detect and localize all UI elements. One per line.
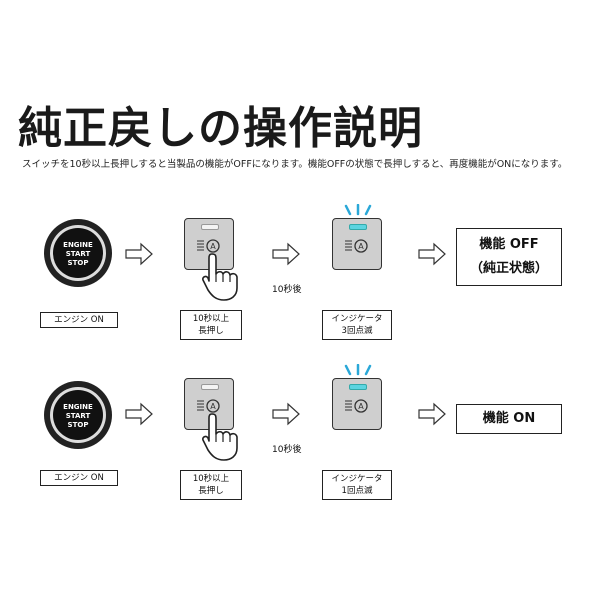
switch-button[interactable]: A <box>184 218 234 270</box>
engine-start-button-icon: ENGINE START STOP <box>44 219 112 287</box>
arrow-right-icon <box>272 242 300 266</box>
arrow-right-icon <box>418 402 446 426</box>
result-subtitle: （純正状態） <box>469 261 548 276</box>
svg-text:A: A <box>210 242 216 251</box>
label-long-press-line1: 10秒以上 <box>192 314 230 324</box>
label-long-press-line2: 長押し <box>198 486 224 496</box>
blink-rays-icon <box>344 364 372 376</box>
after-10-seconds-text: 10秒後 <box>272 285 302 295</box>
page-title: 純正戻しの操作説明 <box>18 103 423 154</box>
label-indicator: インジケータ 3回点滅 <box>322 310 392 340</box>
label-engine-on: エンジン ON <box>40 312 118 328</box>
result-title: 機能 OFF <box>479 237 539 252</box>
label-indicator-line1: インジケータ <box>331 314 383 324</box>
engine-text-1: ENGINE <box>63 403 93 411</box>
description-text: スイッチを10秒以上長押しすると当製品の機能がOFFになります。機能OFFの状態… <box>22 159 568 170</box>
indicator-led-on <box>349 224 367 230</box>
label-engine-on: エンジン ON <box>40 470 118 486</box>
svg-text:A: A <box>358 242 364 251</box>
label-indicator-line2: 3回点滅 <box>341 326 373 336</box>
engine-start-button-icon: ENGINE START STOP <box>44 381 112 449</box>
indicator-led-off <box>201 224 219 230</box>
label-long-press: 10秒以上 長押し <box>180 310 242 340</box>
svg-text:A: A <box>210 402 216 411</box>
switch-button-indicator: A <box>332 218 382 270</box>
arrow-right-icon <box>272 402 300 426</box>
after-10-seconds-text: 10秒後 <box>272 445 302 455</box>
result-box-on: 機能 ON <box>456 404 562 434</box>
result-box-off: 機能 OFF （純正状態） <box>456 228 562 286</box>
step-row-off: ENGINE START STOP A 10秒後 A 機能 OFF <box>0 204 600 360</box>
label-long-press-line2: 長押し <box>198 326 224 336</box>
engine-text-2: START <box>66 250 91 258</box>
auto-stop-icon: A <box>197 239 220 253</box>
engine-text-3: STOP <box>68 259 89 267</box>
auto-stop-icon: A <box>197 399 220 413</box>
arrow-right-icon <box>418 242 446 266</box>
pressing-hand-icon <box>202 413 238 461</box>
engine-text-1: ENGINE <box>63 241 93 249</box>
switch-button[interactable]: A <box>184 378 234 430</box>
arrow-right-icon <box>125 402 153 426</box>
arrow-right-icon <box>125 242 153 266</box>
label-indicator-line1: インジケータ <box>331 474 383 484</box>
label-indicator-line2: 1回点滅 <box>341 486 373 496</box>
indicator-led-off <box>201 384 219 390</box>
label-long-press-line1: 10秒以上 <box>192 474 230 484</box>
step-row-on: ENGINE START STOP A 10秒後 A 機能 ON エン <box>0 364 600 520</box>
auto-stop-icon: A <box>345 399 368 413</box>
indicator-led-on <box>349 384 367 390</box>
label-long-press: 10秒以上 長押し <box>180 470 242 500</box>
label-indicator: インジケータ 1回点滅 <box>322 470 392 500</box>
switch-button-indicator: A <box>332 378 382 430</box>
svg-text:A: A <box>358 402 364 411</box>
blink-rays-icon <box>344 204 372 216</box>
engine-text-2: START <box>66 412 91 420</box>
engine-text-3: STOP <box>68 421 89 429</box>
auto-stop-icon: A <box>345 239 368 253</box>
pressing-hand-icon <box>202 253 238 301</box>
